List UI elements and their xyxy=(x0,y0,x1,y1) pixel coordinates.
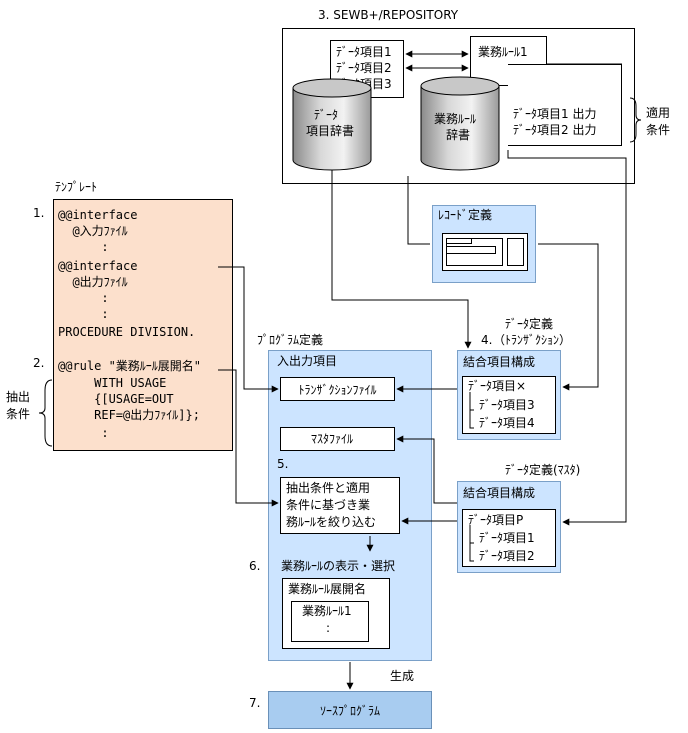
step-7-label: 7. xyxy=(249,696,261,710)
template-title: ﾃﾝﾌﾟﾚｰﾄ xyxy=(55,180,98,194)
trans-struct-title: 結合項目構成 xyxy=(463,355,536,369)
trans-item-child-2: ﾃﾞｰﾀ項目4 xyxy=(479,416,535,430)
template-line: {[USAGE=OUT xyxy=(58,392,174,406)
template-line: : xyxy=(58,307,109,321)
step-6-label: 6. xyxy=(249,559,261,573)
rule-dictionary-cylinder xyxy=(420,76,500,171)
apply-condition-label-1: 適用 xyxy=(646,106,671,120)
generate-label: 生成 xyxy=(390,669,415,683)
data-dictionary-label-1: ﾃﾞｰﾀ xyxy=(314,108,339,122)
output-item-1: ﾃﾞｰﾀ項目1 出力 xyxy=(513,107,597,121)
io-items-title: 入出力項目 xyxy=(277,354,338,368)
trans-items-box: ﾃﾞｰﾀ項目× ﾃﾞｰﾀ項目3 ﾃﾞｰﾀ項目4 xyxy=(462,376,556,434)
trans-item-child-1: ﾃﾞｰﾀ項目3 xyxy=(479,398,535,412)
template-line: @@interface xyxy=(58,259,138,273)
data-dictionary-label-2: 項目辞書 xyxy=(306,124,355,138)
filter-rules-line-1: 抽出条件と適用 xyxy=(286,481,371,495)
record-definition-panel: ﾚｺｰﾄﾞ定義 xyxy=(432,205,536,283)
trans-struct-panel: 結合項目構成 ﾃﾞｰﾀ項目× ﾃﾞｰﾀ項目3 ﾃﾞｰﾀ項目4 xyxy=(457,350,561,440)
apply-condition-brace xyxy=(629,97,642,143)
rule-list-box: 業務ﾙｰﾙ1 : xyxy=(291,601,369,642)
business-rule-label: 業務ﾙｰﾙ1 xyxy=(478,45,528,59)
transaction-file-label: ﾄﾗﾝｻﾞｸｼｮﾝﾌｧｲﾙ xyxy=(298,382,377,397)
output-item-2: ﾃﾞｰﾀ項目2 出力 xyxy=(513,123,597,137)
rule-dictionary-label-1: 業務ﾙｰﾙ xyxy=(434,112,477,126)
master-def-title: ﾃﾞｰﾀ定義(ﾏｽﾀ) xyxy=(505,463,581,477)
source-program-box: ｿｰｽﾌﾟﾛｸﾞﾗﾑ xyxy=(268,691,432,729)
master-item-child-1: ﾃﾞｰﾀ項目1 xyxy=(479,531,535,545)
trans-def-title-1: ﾃﾞｰﾀ定義 xyxy=(505,317,554,331)
record-window-icon xyxy=(442,233,528,271)
filter-rules-line-3: 務ﾙｰﾙを絞り込む xyxy=(286,515,377,529)
extract-condition-label-1: 抽出 xyxy=(6,390,31,404)
trans-def-title-2: （ﾄﾗﾝｻﾞｸｼｮﾝ） xyxy=(493,333,572,347)
template-line: @出力ﾌｧｲﾙ xyxy=(58,275,128,289)
template-line: : xyxy=(58,240,109,254)
template-line: : xyxy=(58,291,109,305)
repository-title: 3. SEWB+/REPOSITORY xyxy=(318,8,459,22)
master-item-root: ﾃﾞｰﾀ項目P xyxy=(468,513,524,527)
rule-list-more: : xyxy=(326,621,331,635)
program-definition-title: ﾌﾟﾛｸﾞﾗﾑ定義 xyxy=(257,333,324,347)
rule-list-item: 業務ﾙｰﾙ1 xyxy=(302,604,352,618)
rule-dictionary-label-2: 辞書 xyxy=(446,128,471,142)
extract-condition-brace xyxy=(38,379,53,447)
rule-expansion-box: 業務ﾙｰﾙ展開名 業務ﾙｰﾙ1 : xyxy=(282,578,390,649)
source-program-label: ｿｰｽﾌﾟﾛｸﾞﾗﾑ xyxy=(319,703,380,718)
data-item-2: ﾃﾞｰﾀ項目2 xyxy=(336,61,392,75)
master-file-box: ﾏｽﾀﾌｧｲﾙ xyxy=(280,427,395,451)
trans-def-step: 4. xyxy=(481,333,493,347)
data-dictionary-cylinder xyxy=(292,78,372,171)
step-5-label: 5. xyxy=(277,457,289,471)
template-step-1: 1. xyxy=(33,206,45,220)
master-file-label: ﾏｽﾀﾌｧｲﾙ xyxy=(311,432,354,446)
trans-item-root: ﾃﾞｰﾀ項目× xyxy=(468,379,527,393)
master-items-box: ﾃﾞｰﾀ項目P ﾃﾞｰﾀ項目1 ﾃﾞｰﾀ項目2 xyxy=(462,509,556,567)
transaction-file-box: ﾄﾗﾝｻﾞｸｼｮﾝﾌｧｲﾙ xyxy=(280,377,395,401)
template-line: REF=@出力ﾌｧｲﾙ]}; xyxy=(58,408,200,422)
template-line: @@interface xyxy=(58,208,138,222)
template-line: @入力ﾌｧｲﾙ xyxy=(58,224,128,238)
master-struct-title: 結合項目構成 xyxy=(463,486,536,500)
filter-rules-line-2: 条件に基づき業 xyxy=(286,498,371,512)
data-item-1: ﾃﾞｰﾀ項目1 xyxy=(336,45,392,59)
rule-expansion-title: 業務ﾙｰﾙ展開名 xyxy=(288,582,367,596)
template-box: @@interface @入力ﾌｧｲﾙ : @@interface @出力ﾌｧｲ… xyxy=(53,199,233,451)
template-line: WITH USAGE xyxy=(58,376,167,390)
template-line: @@rule "業務ﾙｰﾙ展開名" xyxy=(58,359,202,373)
output-items-box: ﾃﾞｰﾀ項目1 出力 ﾃﾞｰﾀ項目2 出力 xyxy=(508,64,622,146)
filter-rules-box: 抽出条件と適用 条件に基づき業 務ﾙｰﾙを絞り込む xyxy=(280,477,400,534)
template-step-2: 2. xyxy=(33,356,45,370)
template-line: PROCEDURE DIVISION. xyxy=(58,325,196,339)
template-line: : xyxy=(58,426,109,440)
extract-condition-label-2: 条件 xyxy=(6,407,31,421)
master-struct-panel: 結合項目構成 ﾃﾞｰﾀ項目P ﾃﾞｰﾀ項目1 ﾃﾞｰﾀ項目2 xyxy=(457,481,561,573)
display-select-label: 業務ﾙｰﾙの表示・選択 xyxy=(281,559,396,573)
apply-condition-label-2: 条件 xyxy=(646,123,671,137)
record-definition-title: ﾚｺｰﾄﾞ定義 xyxy=(438,208,493,222)
master-item-child-2: ﾃﾞｰﾀ項目2 xyxy=(479,549,535,563)
